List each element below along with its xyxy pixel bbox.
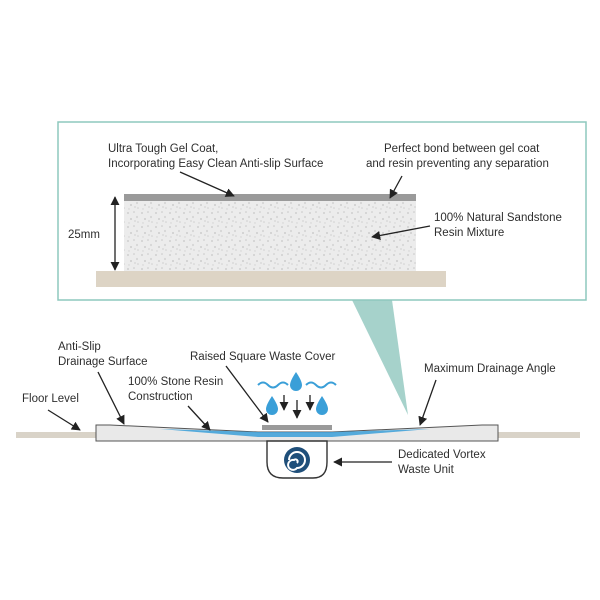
floor-level-label: Floor Level (22, 393, 79, 405)
wave-line-right (305, 381, 337, 389)
anti-slip-pointer (97, 371, 125, 425)
stone-resin-pointer (187, 405, 211, 431)
gel-coat-layer (124, 194, 416, 201)
anti-slip-label-line2: Drainage Surface (58, 356, 148, 368)
gel-coat-pointer (179, 171, 235, 197)
bond-label-line2: and resin preventing any separation (366, 158, 549, 170)
base-slab (96, 271, 446, 287)
gel-coat-label-line2: Incorporating Easy Clean Anti-slip Surfa… (108, 158, 323, 170)
max-angle-pointer (418, 379, 437, 426)
vortex-label-line2: Waste Unit (398, 464, 455, 476)
waste-cover-pointer (225, 365, 269, 423)
bond-label-line1: Perfect bond between gel coat (384, 143, 540, 155)
callout-connector (352, 300, 408, 415)
stone-resin-label-line2: Construction (128, 391, 193, 403)
sandstone-label-line1: 100% Natural Sandstone (434, 212, 562, 224)
water-film (160, 429, 430, 437)
vortex-swirl (287, 451, 306, 471)
thickness-label: 25mm (68, 229, 100, 241)
waste-cover-label: Raised Square Waste Cover (190, 351, 335, 363)
vortex-label-line1: Dedicated Vortex (398, 449, 486, 461)
sandstone-resin-layer (124, 200, 416, 271)
max-angle-label: Maximum Drainage Angle (424, 363, 556, 375)
gel-coat-label-line1: Ultra Tough Gel Coat, (108, 143, 218, 155)
bond-pointer (389, 175, 403, 199)
water-drop-icon (290, 372, 302, 391)
waste-cover (262, 425, 332, 430)
floor-level-pointer (47, 409, 81, 431)
anti-slip-label-line1: Anti-Slip (58, 341, 101, 353)
sandstone-label-line2: Resin Mixture (434, 227, 504, 239)
water-drop-icon (266, 396, 278, 415)
stone-resin-label-line1: 100% Stone Resin (128, 376, 223, 388)
wave-line-left (257, 381, 289, 389)
sandstone-pointer (371, 225, 431, 240)
water-drop-icon (316, 396, 328, 415)
